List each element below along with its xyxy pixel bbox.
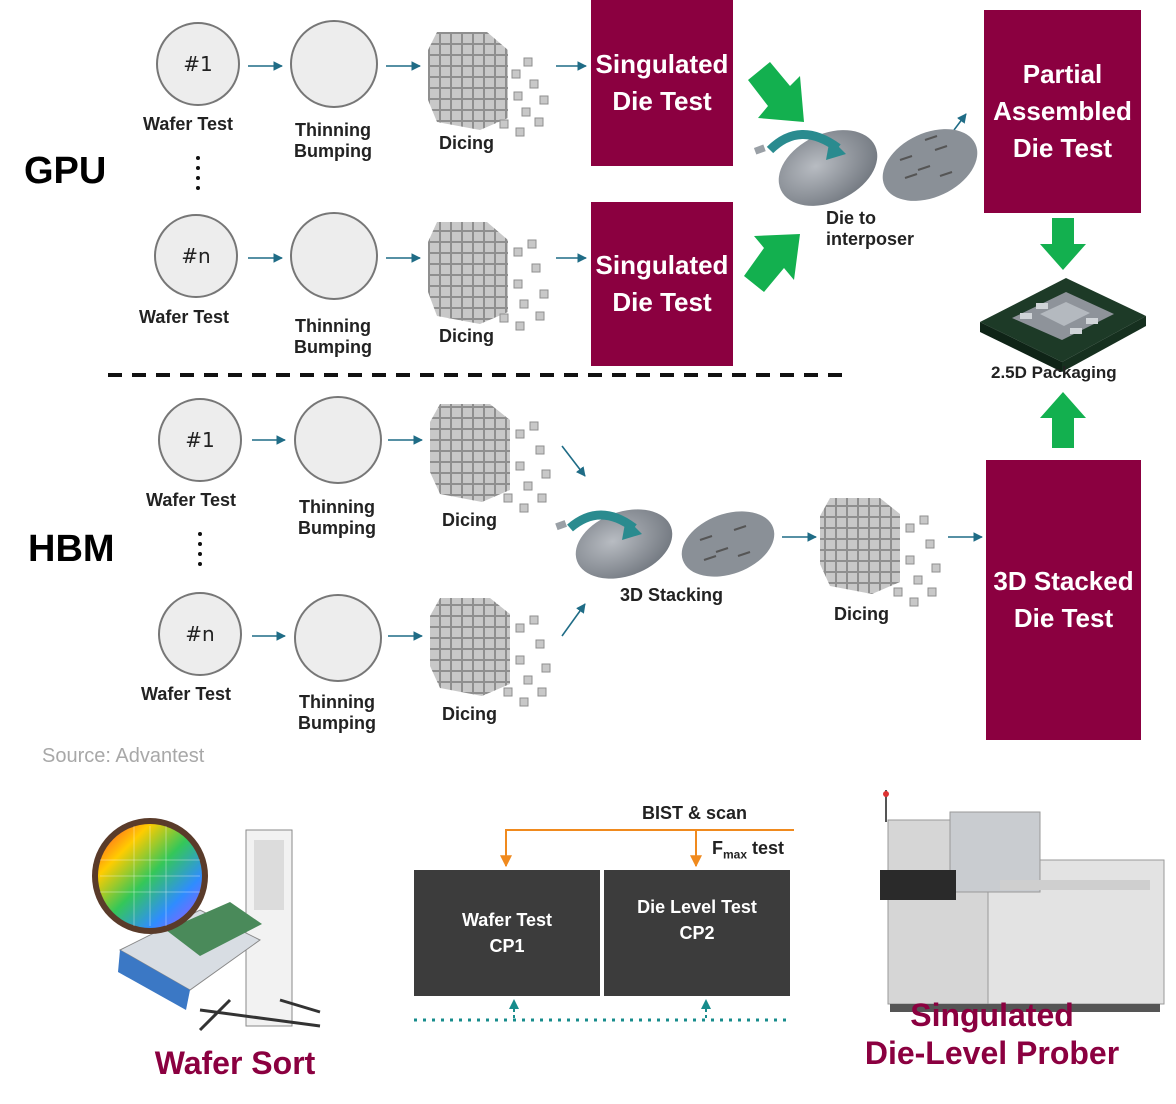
stacked-die-test-box: 3D Stacked Die Test xyxy=(986,460,1141,740)
ellipsis-dots xyxy=(196,156,202,566)
thinned-wafer-hbm-n xyxy=(294,594,382,682)
dicing-label: Dicing xyxy=(834,604,890,624)
diced-wafer-hbm-n xyxy=(430,598,551,707)
bist-scan-label: BIST & scan xyxy=(642,803,748,823)
thinned-wafer-gpu-1 xyxy=(290,20,378,108)
wafer-hbm-n: #n xyxy=(158,592,242,676)
dicing-label: Dicing xyxy=(442,704,498,724)
package-graphic xyxy=(980,278,1146,372)
cp1-title: Wafer Test xyxy=(461,910,553,930)
wafer-number: #n xyxy=(181,244,211,268)
dicing-label: Dicing xyxy=(439,326,495,346)
green-arrows xyxy=(744,62,1086,448)
wafer-sort-equipment xyxy=(92,818,321,1032)
cp2-title: Die Level Test xyxy=(637,897,757,917)
singulated-die-test-box-1: Singulated Die Test xyxy=(591,0,733,166)
wafer-test-label: Wafer Test xyxy=(143,114,234,134)
stacking-graphic xyxy=(555,509,775,579)
source-note: Source: Advantest xyxy=(42,745,205,767)
partial-assembled-die-test-box: Partial Assembled Die Test xyxy=(984,10,1141,213)
dicing-label: Dicing xyxy=(442,510,498,530)
singulated-die-test-box-n: Singulated Die Test xyxy=(591,202,733,366)
diced-wafer-gpu-1 xyxy=(428,32,549,137)
wafer-gpu-1: #1 xyxy=(156,22,240,106)
diced-wafer-gpu-n xyxy=(428,222,549,331)
wafer-test-label: Wafer Test xyxy=(146,490,237,510)
prober-title: Singulated Die-Level Prober xyxy=(864,997,1120,1071)
test-flow-lines xyxy=(414,829,794,1022)
fmax-test-label: Fmax test xyxy=(712,838,785,862)
gpu-label: GPU xyxy=(24,150,107,192)
dicing-label: Dicing xyxy=(439,133,495,153)
wafer-sort-title: Wafer Sort xyxy=(154,1045,316,1081)
wafer-gpu-n: #n xyxy=(154,214,238,298)
wafer-test-label: Wafer Test xyxy=(141,684,232,704)
prober-equipment xyxy=(880,790,1165,1012)
cp1-box: Wafer Test CP1 xyxy=(414,870,600,996)
wafer-number: #1 xyxy=(185,428,215,452)
hbm-label: HBM xyxy=(28,528,115,570)
flow-arrows-hbm xyxy=(252,435,983,641)
flow-arrows-gpu xyxy=(248,61,967,263)
wafer-hbm-1: #1 xyxy=(158,398,242,482)
stacking-label: 3D Stacking xyxy=(620,585,724,605)
wafer-number: #1 xyxy=(183,52,213,76)
wafer-test-label: Wafer Test xyxy=(139,307,230,327)
cp2-box: Die Level Test CP2 xyxy=(604,870,790,996)
thinned-wafer-gpu-n xyxy=(290,212,378,300)
wafer-number: #n xyxy=(185,622,215,646)
thinned-wafer-hbm-1 xyxy=(294,396,382,484)
interposer-graphic xyxy=(753,129,978,206)
diced-wafer-hbm-stack xyxy=(820,498,941,607)
packaging-label: 2.5D Packaging xyxy=(991,363,1117,382)
cp2-code: CP2 xyxy=(679,923,715,943)
diced-wafer-hbm-1 xyxy=(430,404,551,513)
cp1-code: CP1 xyxy=(489,936,525,956)
